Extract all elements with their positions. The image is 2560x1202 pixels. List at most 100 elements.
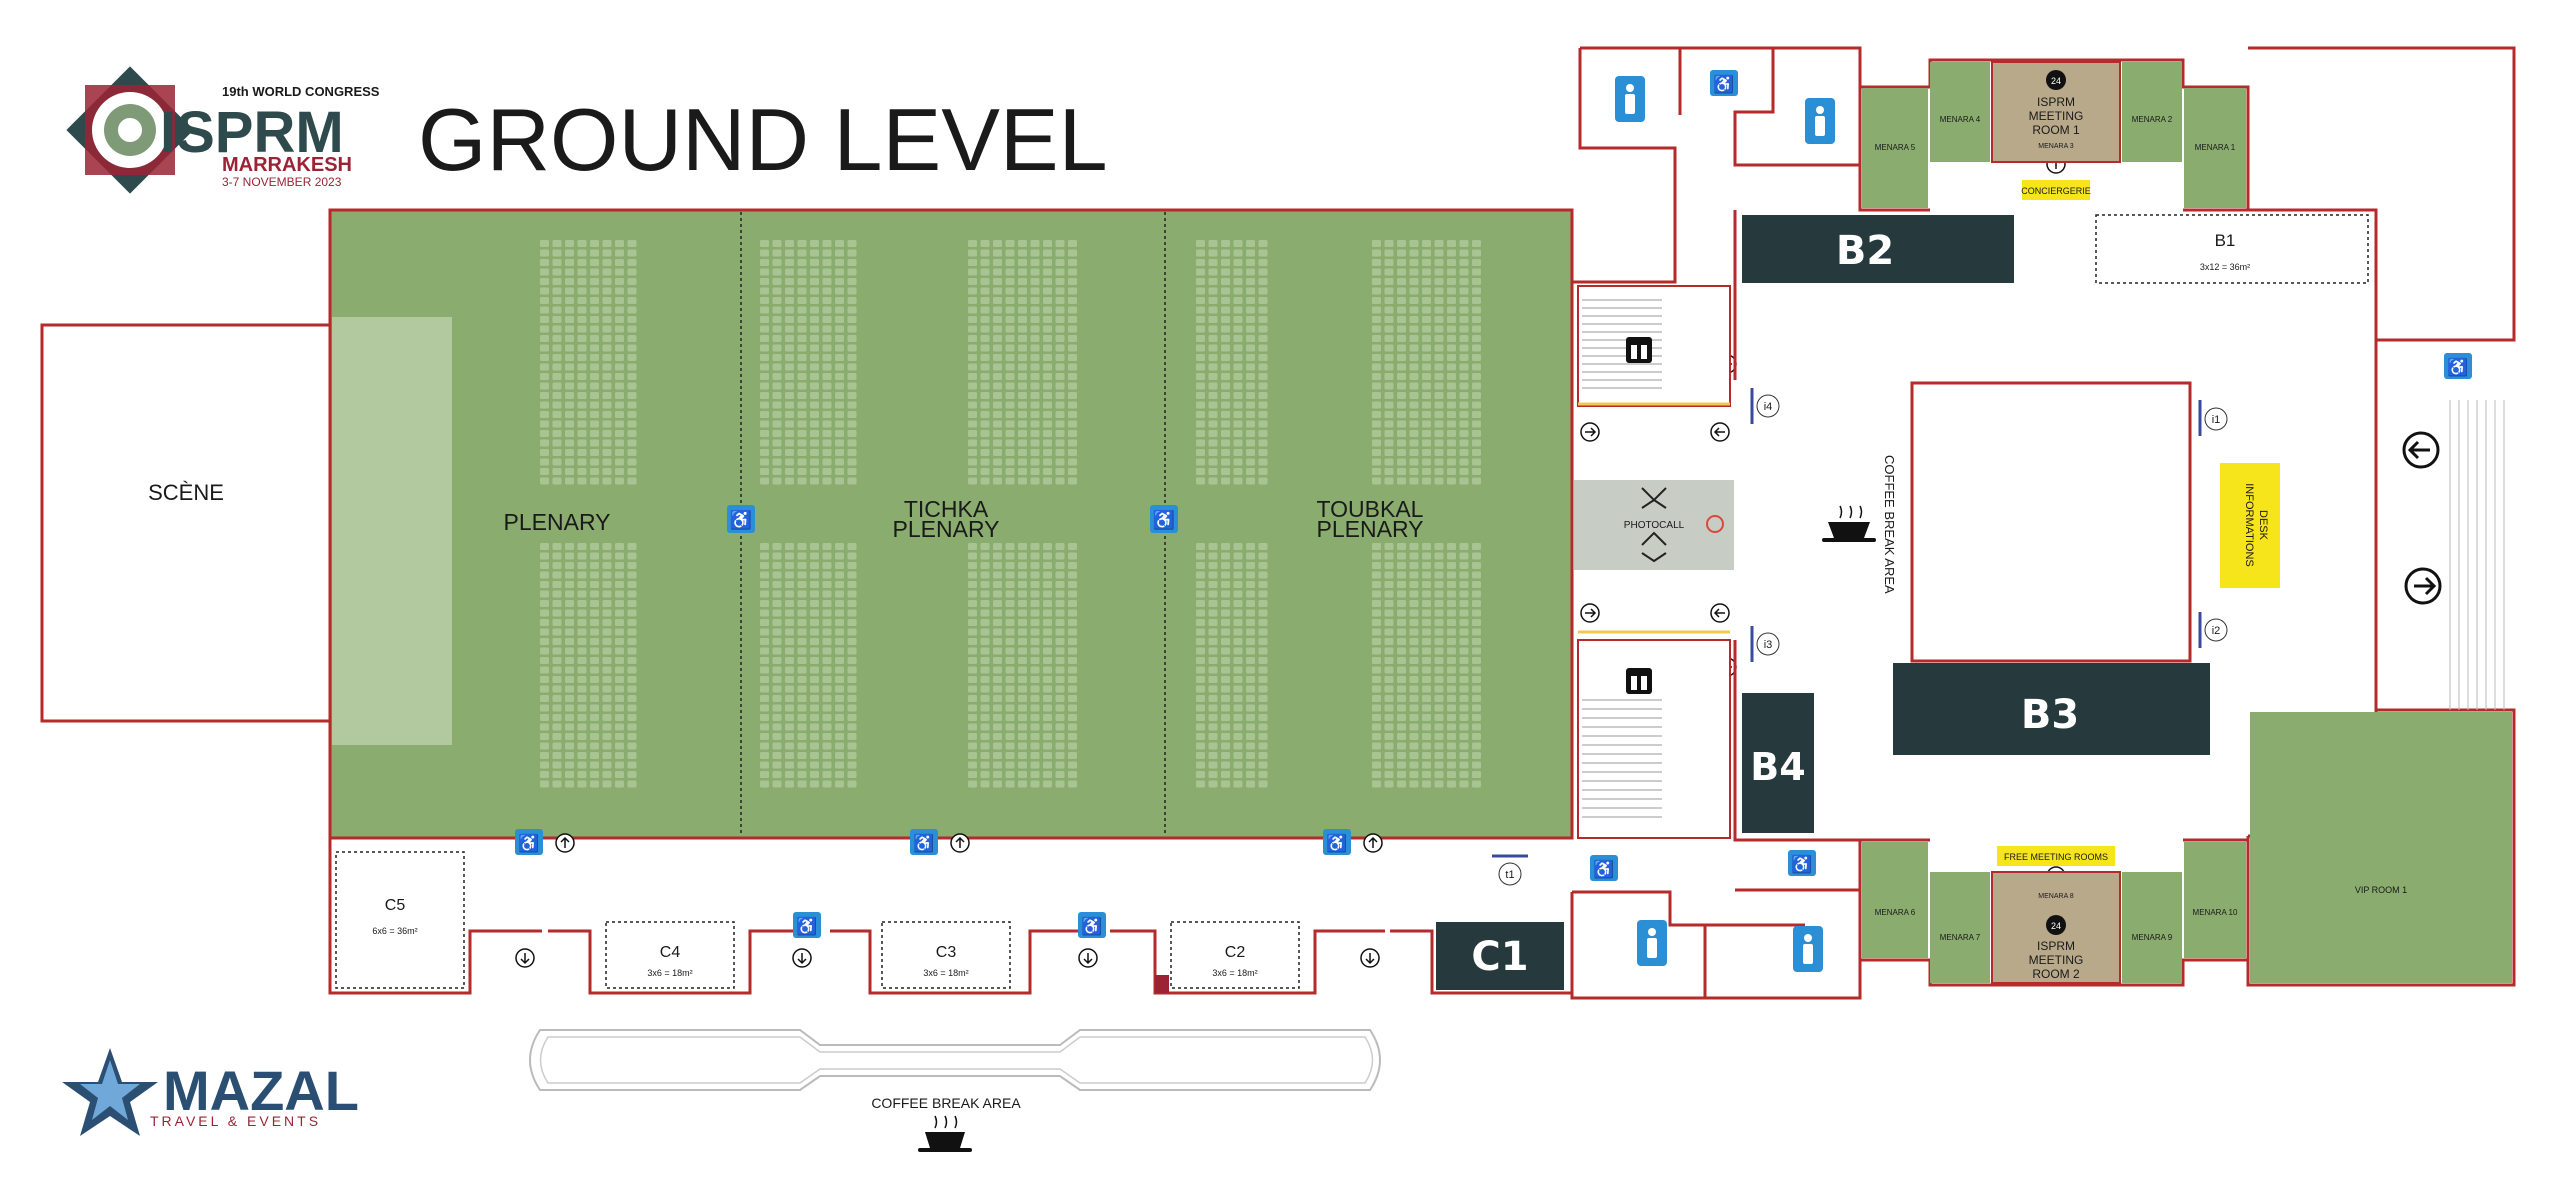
seat — [993, 771, 1002, 778]
seat — [785, 354, 794, 361]
seat — [1409, 354, 1419, 361]
conciergerie[interactable] — [2022, 180, 2090, 200]
seat — [810, 714, 819, 721]
booth-c5-size: 6x6 = 36m² — [372, 926, 417, 936]
booth-c5[interactable] — [335, 851, 465, 989]
seat — [552, 581, 562, 588]
seat — [797, 723, 807, 731]
seat — [810, 552, 819, 560]
room-menara-6[interactable] — [1862, 842, 1928, 958]
seat — [847, 240, 857, 247]
booth-b2[interactable] — [1742, 215, 2014, 283]
seat — [1233, 278, 1243, 285]
seat — [1459, 439, 1469, 447]
seat — [1233, 780, 1243, 788]
seat — [1233, 420, 1243, 428]
seat — [968, 325, 977, 333]
info-marker-i1[interactable]: i1 — [2198, 400, 2228, 436]
info-marker-i3[interactable]: i3 — [1750, 626, 1780, 662]
booth-c3[interactable] — [881, 921, 1011, 989]
room-menara-5[interactable] — [1862, 88, 1928, 208]
seat — [1005, 401, 1015, 409]
seat — [822, 382, 832, 390]
seat — [565, 259, 574, 266]
seat — [1221, 420, 1230, 428]
menara-4-label: MENARA 4 — [1940, 115, 1981, 124]
info-marker-t1[interactable]: t1 — [1492, 854, 1528, 886]
seat — [1372, 249, 1381, 257]
seat — [1030, 571, 1040, 579]
seat — [552, 600, 562, 607]
room-menara-9[interactable] — [2122, 872, 2182, 983]
seat — [772, 278, 782, 285]
seat — [565, 278, 574, 285]
seat — [1459, 723, 1469, 731]
seat — [577, 468, 587, 475]
seat — [1384, 571, 1394, 579]
booth-b1[interactable] — [2095, 214, 2369, 284]
seat — [797, 278, 807, 285]
seat — [847, 363, 857, 371]
seat — [627, 411, 637, 418]
booth-b4[interactable] — [1742, 693, 1814, 833]
seat — [590, 401, 599, 409]
seat — [810, 306, 819, 314]
seat — [615, 771, 624, 778]
seat — [1372, 316, 1381, 323]
seat — [822, 306, 832, 314]
seat — [1055, 714, 1065, 721]
seat — [602, 581, 612, 588]
seat — [1472, 468, 1481, 475]
room-vip-1[interactable] — [2250, 712, 2512, 983]
seat — [540, 695, 549, 702]
booth-c2[interactable] — [1170, 921, 1300, 989]
seat — [1409, 325, 1419, 333]
seat — [1422, 723, 1431, 731]
seat — [1384, 401, 1394, 409]
seat — [565, 458, 574, 466]
information-desk[interactable] — [2220, 463, 2280, 588]
seat — [1208, 249, 1218, 257]
seat — [1043, 297, 1052, 304]
seat — [1459, 761, 1469, 769]
seat — [1043, 477, 1052, 485]
room-menara-1[interactable] — [2184, 88, 2246, 208]
seat — [1043, 657, 1052, 664]
toubkal-label-1: TOUBKAL — [1317, 496, 1424, 522]
seat — [1409, 316, 1419, 323]
seat — [1258, 259, 1268, 266]
seat — [1221, 552, 1230, 560]
seat — [590, 316, 599, 323]
free-meeting-rooms[interactable] — [1997, 846, 2115, 866]
seat — [590, 638, 599, 645]
seat — [1372, 354, 1381, 361]
seat — [1005, 723, 1015, 731]
seat — [1397, 411, 1406, 418]
marker-i3-label: i3 — [1764, 639, 1773, 651]
seat — [822, 581, 832, 588]
seat — [602, 287, 612, 295]
booth-c1[interactable] — [1436, 922, 1564, 990]
seat — [797, 411, 807, 418]
seat — [993, 581, 1002, 588]
room-menara-10[interactable] — [2184, 842, 2246, 958]
seat — [810, 609, 819, 617]
info-marker-i4[interactable]: i4 — [1750, 388, 1780, 424]
seat — [1246, 401, 1255, 409]
room-menara-7[interactable] — [1930, 872, 1990, 983]
seat — [615, 562, 624, 569]
seat — [1447, 354, 1456, 361]
seat — [602, 638, 612, 645]
seat — [1055, 430, 1065, 437]
room-menara-2[interactable] — [2122, 62, 2182, 162]
seat — [1422, 562, 1431, 569]
seat — [627, 439, 637, 447]
booth-c4[interactable] — [605, 921, 735, 989]
seat — [835, 325, 844, 333]
info-marker-i2[interactable]: i2 — [2198, 612, 2228, 648]
seat — [1422, 344, 1431, 352]
booth-b3[interactable] — [1893, 663, 2210, 755]
seat — [1397, 439, 1406, 447]
seat — [785, 590, 794, 598]
room-menara-4[interactable] — [1930, 62, 1990, 162]
